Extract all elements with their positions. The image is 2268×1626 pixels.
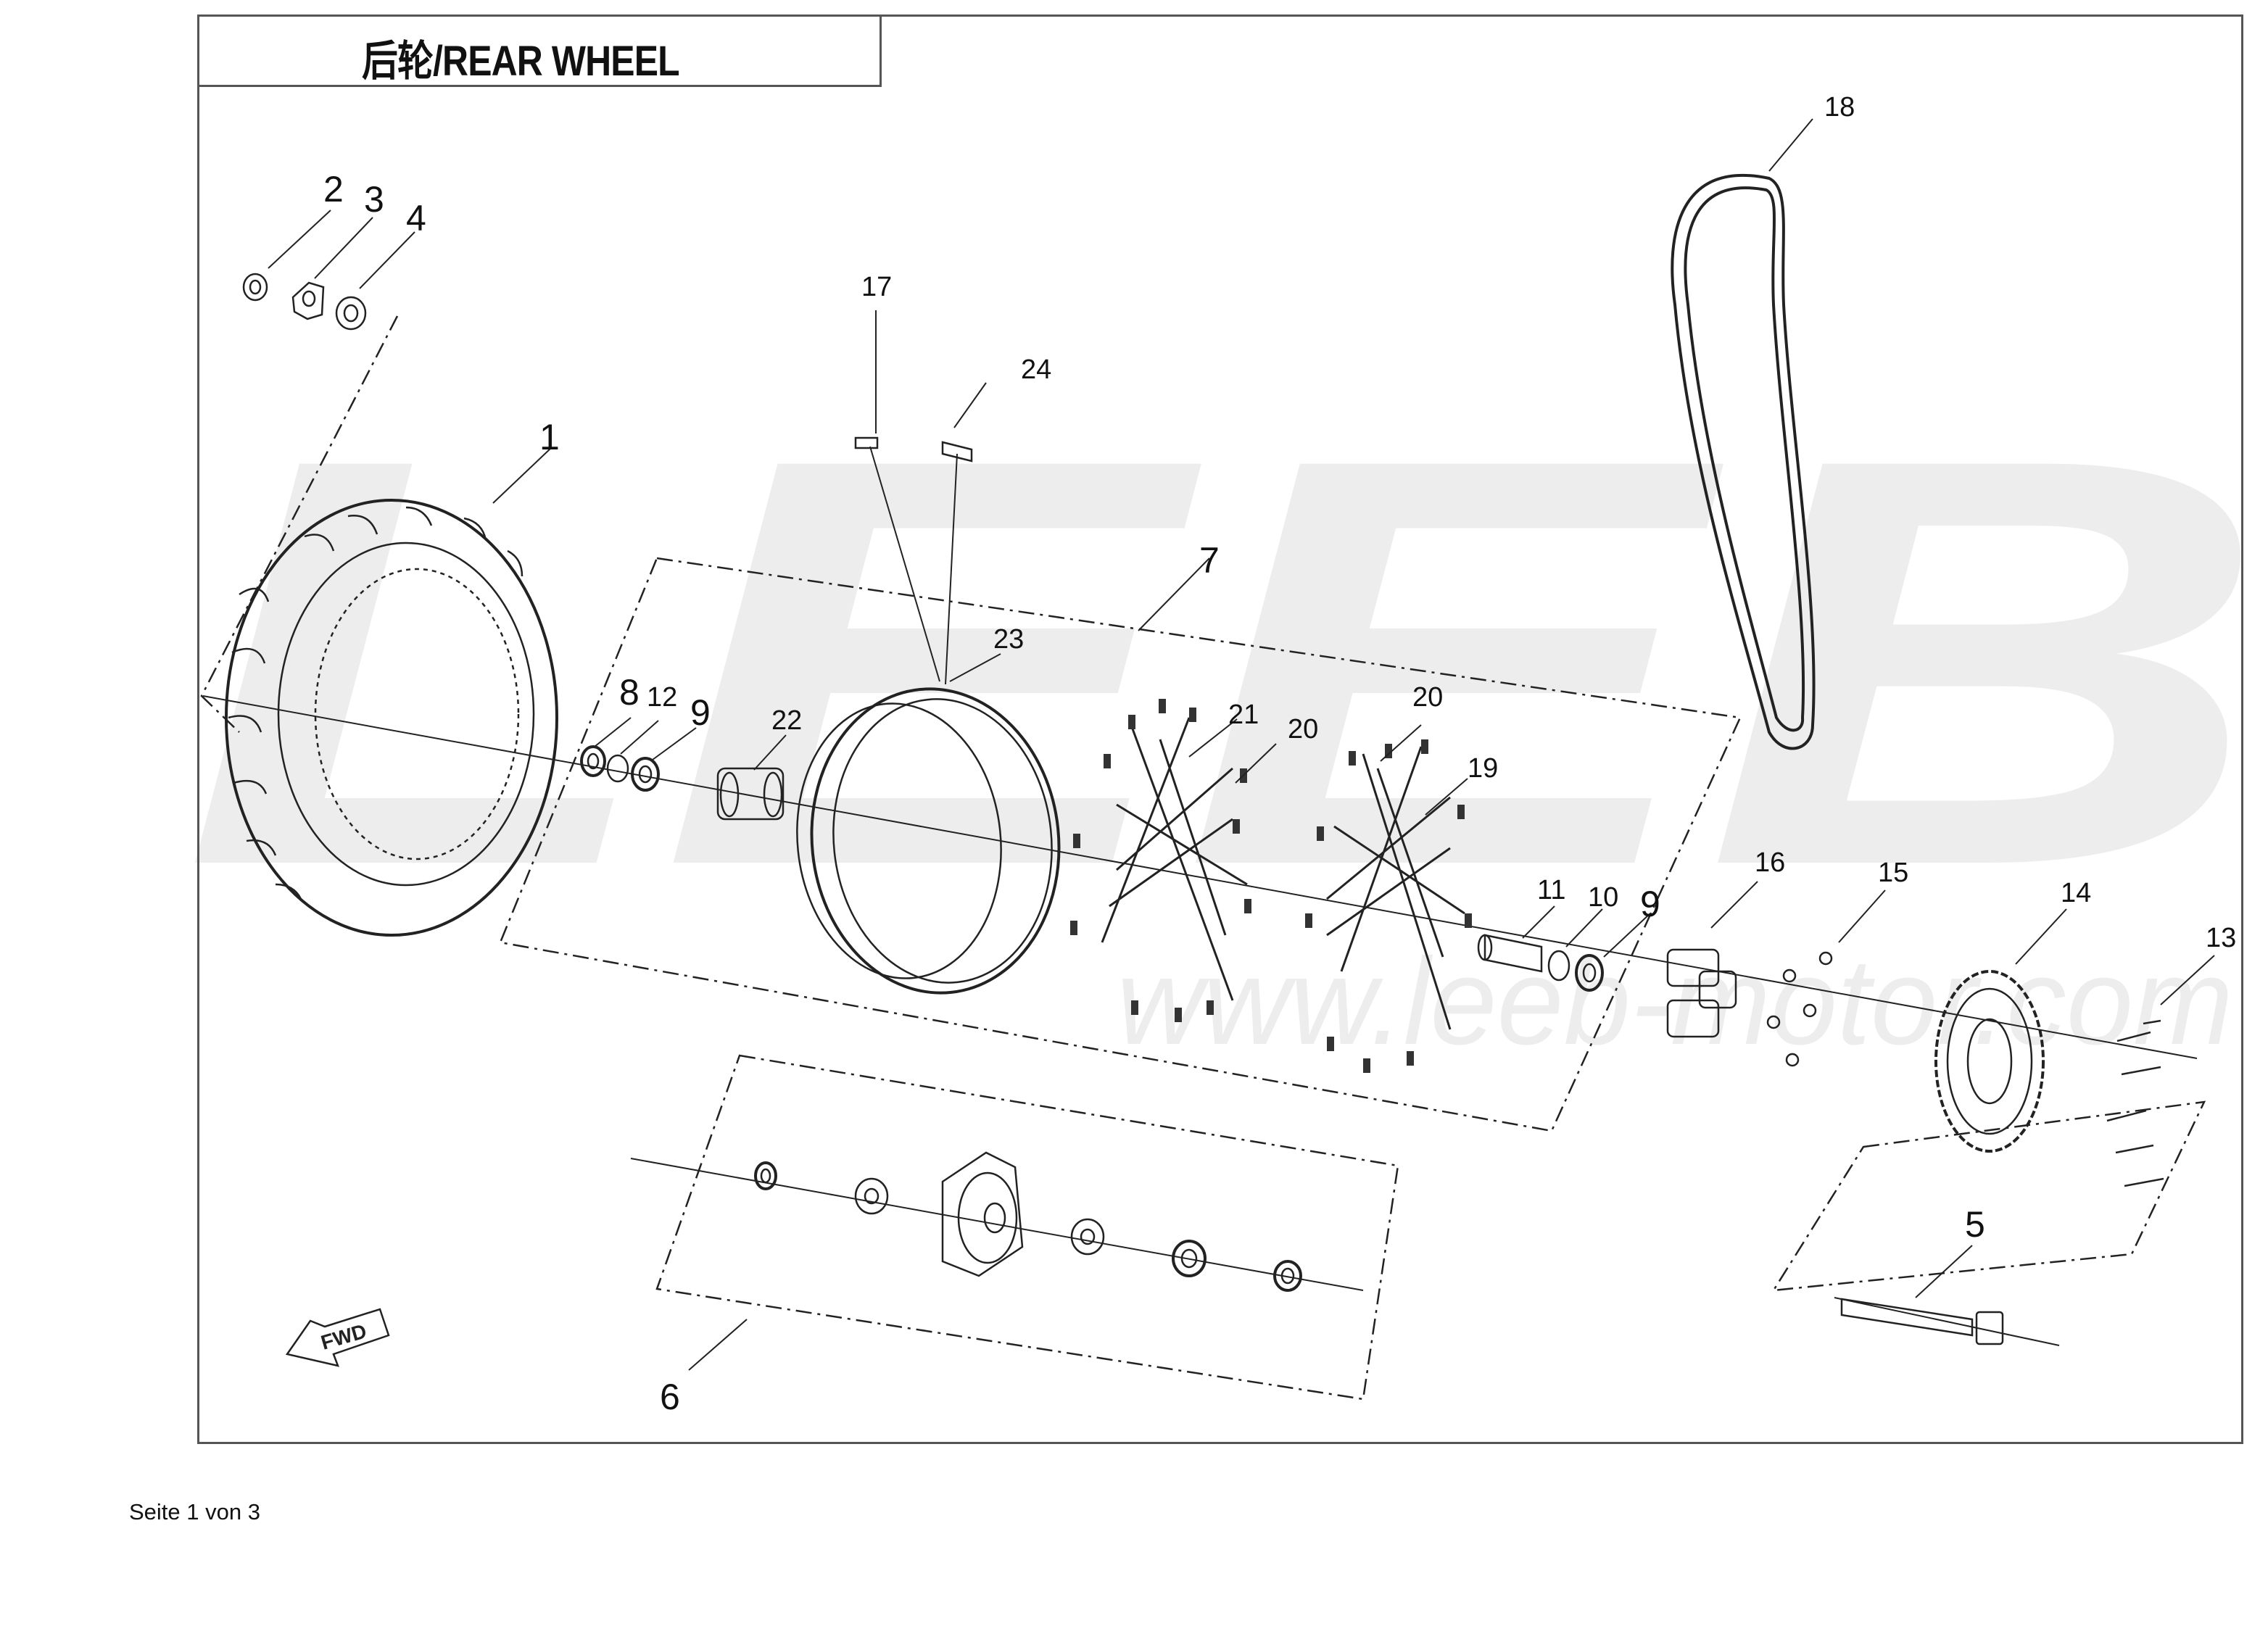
bearing-icon bbox=[754, 1161, 777, 1190]
callout-9-right: 9 bbox=[1640, 884, 1660, 924]
bearing-icon bbox=[1172, 1240, 1207, 1277]
nut-icon bbox=[1766, 951, 1833, 1067]
leader-lines bbox=[268, 118, 2215, 1371]
nut-icon bbox=[291, 281, 325, 320]
page-title: 后轮/REAR WHEEL bbox=[362, 38, 680, 85]
valve-guide-17 bbox=[869, 446, 940, 682]
axle-icon bbox=[1840, 1298, 2004, 1345]
spacer-icon bbox=[1477, 934, 1543, 973]
callout-10: 10 bbox=[1588, 882, 1618, 913]
callout-8: 8 bbox=[619, 672, 640, 713]
callout-3: 3 bbox=[364, 179, 384, 220]
callout-13: 13 bbox=[2206, 923, 2236, 953]
valve-icon bbox=[854, 436, 973, 463]
callout-23: 23 bbox=[993, 624, 1024, 655]
damper-icon bbox=[716, 767, 785, 821]
callout-16: 16 bbox=[1755, 847, 1785, 878]
callout-21: 21 bbox=[1228, 700, 1259, 730]
watermark: LEEB www.leeb-motor.com bbox=[181, 338, 2268, 1071]
callout-labels: 1 2 3 4 5 6 7 8 9 9 10 11 12 13 14 15 16… bbox=[323, 92, 2236, 1417]
callout-24: 24 bbox=[1021, 354, 1051, 385]
callout-2: 2 bbox=[323, 169, 344, 210]
callout-11: 11 bbox=[1537, 875, 1565, 905]
nut-icon bbox=[242, 273, 268, 302]
bolt-icon bbox=[2106, 1019, 2164, 1187]
main-axis-line bbox=[202, 695, 2198, 1059]
callout-17: 17 bbox=[861, 272, 892, 302]
spacer-icon bbox=[1547, 950, 1570, 982]
rim-icon bbox=[796, 687, 1061, 995]
callout-7: 7 bbox=[1199, 540, 1220, 581]
chain-icon bbox=[1671, 173, 1816, 750]
axle-axis-line bbox=[1834, 1297, 2060, 1346]
hub-axis-line bbox=[630, 1158, 1364, 1291]
spacer-icon bbox=[854, 1177, 889, 1215]
callout-14: 14 bbox=[2061, 878, 2091, 908]
page-footer: Seite 1 von 3 bbox=[129, 1499, 260, 1525]
callout-20-left: 20 bbox=[1288, 714, 1318, 744]
bearing-icon bbox=[580, 745, 606, 777]
group-box-5 bbox=[1771, 1100, 2206, 1292]
fwd-arrow-icon bbox=[285, 1308, 390, 1367]
callout-1: 1 bbox=[539, 417, 560, 457]
spacer-icon bbox=[1070, 1218, 1105, 1256]
callout-15: 15 bbox=[1878, 858, 1908, 888]
nut-icon bbox=[335, 296, 367, 331]
bearing-icon bbox=[631, 757, 660, 792]
watermark-url: www.leeb-motor.com bbox=[1117, 933, 2233, 1071]
watermark-brand: LEEB bbox=[181, 338, 2268, 986]
callout-12: 12 bbox=[647, 682, 677, 713]
callout-6: 6 bbox=[660, 1377, 680, 1417]
title-block: 后轮/REAR WHEEL bbox=[197, 14, 882, 87]
spoke-icon bbox=[1326, 746, 1465, 1030]
bearing-icon bbox=[1575, 954, 1604, 992]
callout-4: 4 bbox=[406, 198, 426, 238]
tire-icon bbox=[225, 499, 558, 937]
callout-18: 18 bbox=[1824, 92, 1855, 123]
hub-icon bbox=[941, 1151, 1024, 1277]
sprocket-icon bbox=[1934, 970, 2045, 1153]
damper-icon bbox=[1666, 948, 1737, 1038]
spacer-icon bbox=[606, 754, 629, 783]
group-box-7 bbox=[499, 557, 1742, 1132]
callout-19: 19 bbox=[1468, 753, 1498, 784]
callout-9-left: 9 bbox=[690, 692, 711, 733]
drawing-frame bbox=[197, 14, 2243, 1444]
spoke-icon bbox=[1101, 717, 1248, 1001]
callout-20-right: 20 bbox=[1412, 682, 1443, 713]
valve-guide-24 bbox=[945, 453, 958, 685]
bearing-icon bbox=[1273, 1260, 1302, 1292]
callout-5: 5 bbox=[1965, 1204, 1985, 1245]
callout-22: 22 bbox=[771, 705, 802, 736]
